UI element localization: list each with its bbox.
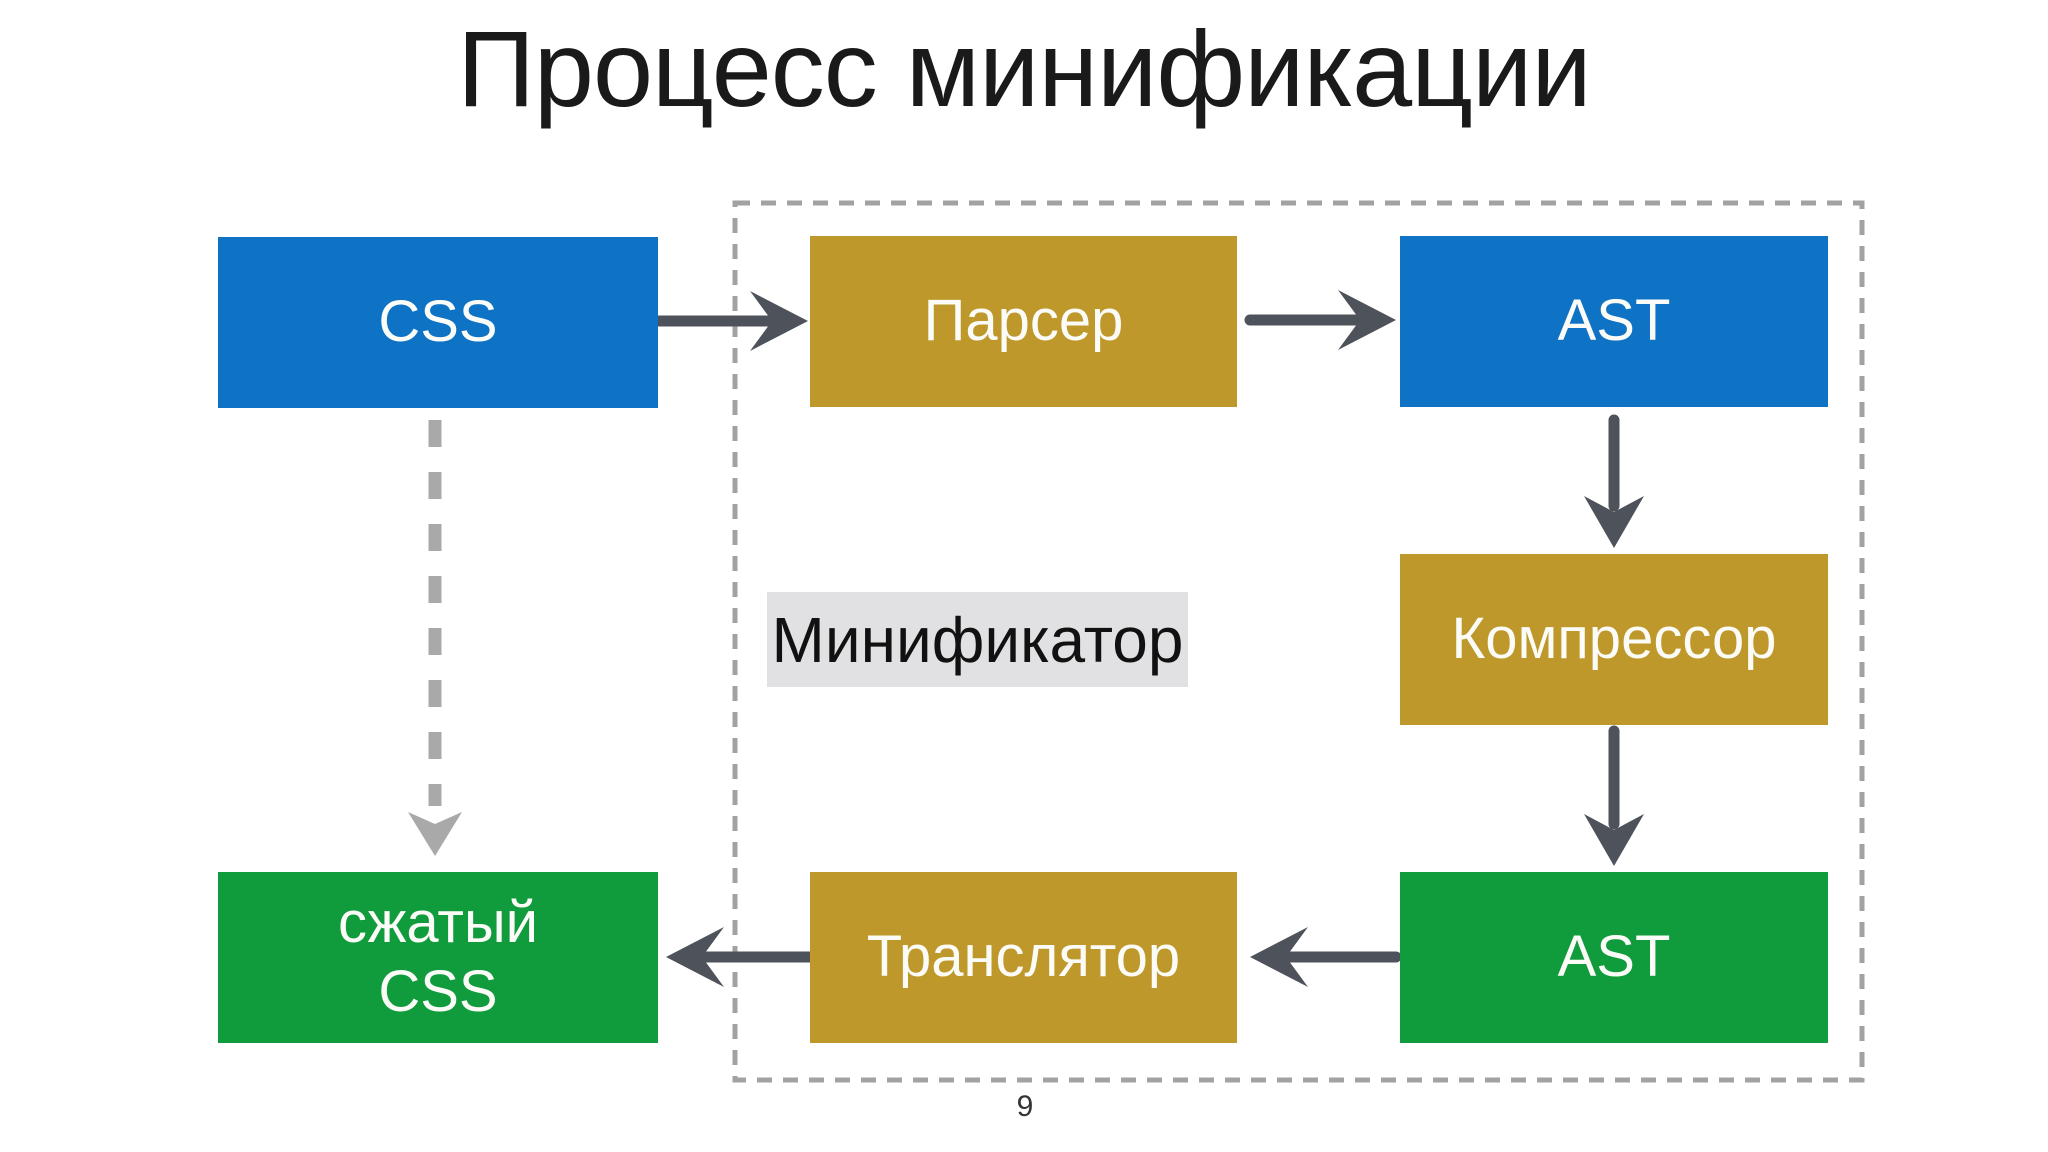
minifier-dashed-border <box>732 200 1865 1083</box>
node-ast-top-label: AST <box>1557 288 1671 354</box>
minifier-label: Минификатор <box>767 592 1188 687</box>
page-title: Процесс минификации <box>457 8 1591 129</box>
arrow-translator-to-compressed-css <box>666 927 820 987</box>
node-parser: Парсер <box>810 236 1237 407</box>
node-compressed-css: сжатый CSS <box>218 872 658 1043</box>
arrow-ast-to-compressor <box>1584 414 1644 548</box>
node-css: CSS <box>218 237 658 408</box>
node-parser-label: Парсер <box>923 288 1124 354</box>
arrow-ast-to-translator <box>1250 927 1402 987</box>
node-ast-bottom-label: AST <box>1557 924 1671 990</box>
arrow-css-to-parser <box>651 291 808 351</box>
arrow-compressor-to-ast <box>1584 725 1644 866</box>
node-compressor: Компрессор <box>1400 554 1828 725</box>
node-ast-top: AST <box>1400 236 1828 407</box>
node-ast-bottom: AST <box>1400 872 1828 1043</box>
node-translator: Транслятор <box>810 872 1237 1043</box>
arrow-css-to-compressed-css-dashed <box>408 420 462 856</box>
node-compressor-label: Компрессор <box>1451 606 1777 672</box>
page-number: 9 <box>1016 1090 1034 1123</box>
node-css-label: CSS <box>378 289 498 355</box>
node-translator-label: Транслятор <box>866 924 1181 990</box>
node-compressed-css-label: сжатый CSS <box>337 890 539 1024</box>
minifier-label-text: Минификатор <box>771 603 1184 676</box>
arrow-parser-to-ast <box>1244 290 1396 350</box>
